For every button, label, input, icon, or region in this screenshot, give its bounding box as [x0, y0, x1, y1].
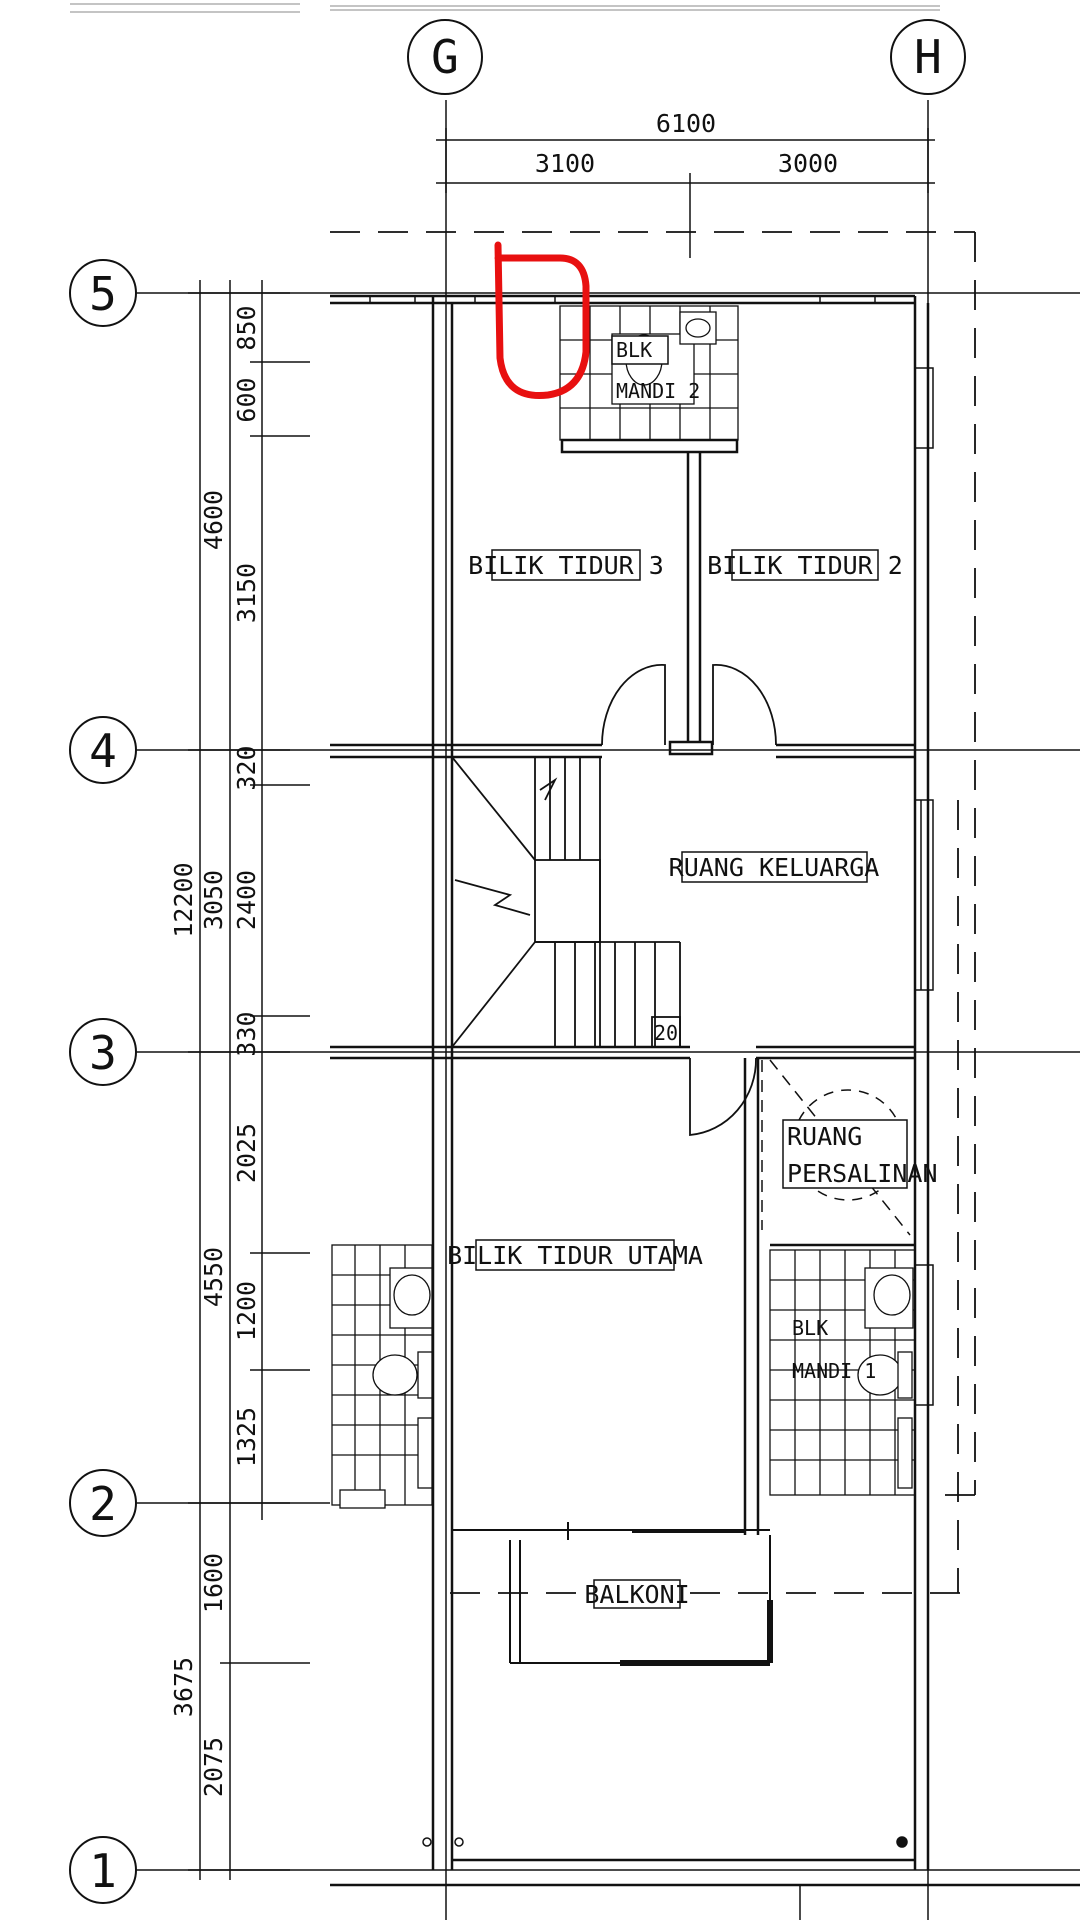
grid-label-4: 4: [89, 724, 117, 778]
bottom-lines: [422, 1836, 908, 1920]
dim-total-height: 12200: [169, 862, 198, 937]
room-label-bilik-tidur-2: BILIK TIDUR 2: [707, 551, 903, 580]
dim-inner-6: 2025: [232, 1123, 261, 1183]
roof-outline-dashed: [330, 231, 976, 1594]
grid-bubble-1: [69, 1836, 137, 1904]
dim-left-width: 3100: [535, 149, 595, 178]
grid-bubble-2: [69, 1469, 137, 1537]
grid-bubble-H: [890, 19, 966, 95]
top-windows: [369, 295, 934, 449]
room-label-ruang-persalinan-line2: PERSALINAN: [787, 1159, 938, 1188]
room-label-bilik-mandi-2-line1: BLK: [616, 338, 652, 362]
dim-inner-5: 330: [232, 1011, 261, 1056]
top-scan-strip: [70, 3, 940, 13]
grid-bubble-G: [407, 19, 483, 95]
dim-mid-1: 3050: [199, 870, 228, 930]
room-label-bilik-mandi-1-line1: BLK: [792, 1316, 828, 1340]
room-label-bilik-tidur-utama: BILIK TIDUR UTAMA: [447, 1241, 703, 1270]
dim-right-width: 3000: [778, 149, 838, 178]
dim-inner-10: 2075: [199, 1737, 228, 1797]
grid-label-H: H: [914, 30, 942, 84]
dim-inner-2: 3150: [232, 563, 261, 623]
grid-bubble-3: [69, 1018, 137, 1086]
labels: G H 5 4 3 2 1 6100 3100 3000 12200 4600 …: [89, 30, 942, 1898]
doors: [601, 664, 777, 1136]
bilik-mandi-1: [769, 1249, 916, 1496]
grid-label-1: 1: [89, 1844, 117, 1898]
room-label-bilik-tidur-3: BILIK TIDUR 3: [468, 551, 664, 580]
door-bilik-tidur-2: [712, 664, 777, 746]
stair-step-number: 20: [654, 1021, 678, 1045]
door-bilik-tidur-3: [601, 664, 666, 746]
room-label-ruang-keluarga: RUANG KELUARGA: [669, 853, 880, 882]
balcony: [452, 1522, 773, 1666]
grid-label-5: 5: [89, 267, 117, 321]
grid-lines: [135, 100, 1080, 1920]
grid-label-3: 3: [89, 1026, 117, 1080]
dim-inner-0: 850: [232, 305, 261, 350]
dim-inner-1: 600: [232, 377, 261, 422]
dim-total-width: 6100: [656, 109, 716, 138]
dim-mid-0: 4600: [199, 490, 228, 550]
grid-label-G: G: [431, 30, 459, 84]
dim-inner-3: 320: [232, 745, 261, 790]
grid-bubble-5: [69, 259, 137, 327]
grid-bubble-4: [69, 716, 137, 784]
red-markup-annotation: [494, 241, 590, 400]
bilik-mandi-left: [331, 1244, 433, 1509]
dim-inner-7: 1200: [232, 1281, 261, 1341]
dim-mid-2: 4550: [199, 1247, 228, 1307]
dim-inner-8: 1325: [232, 1407, 261, 1467]
grid-label-2: 2: [89, 1477, 117, 1531]
room-label-ruang-persalinan-line1: RUANG: [787, 1122, 862, 1151]
grid-bubbles: [69, 19, 966, 1904]
top-dimension-lines: [436, 128, 935, 258]
dim-inner-4: 2400: [232, 870, 261, 930]
staircase: [451, 756, 681, 1048]
room-label-bilik-mandi-2-line2: MANDI 2: [616, 379, 700, 403]
room-label-balkoni: BALKONI: [584, 1580, 689, 1609]
left-dimension-lines: [188, 280, 310, 1880]
door-bilik-tidur-utama: [689, 1057, 757, 1136]
external-walls: [330, 294, 1080, 1887]
right-windows: [914, 799, 934, 1406]
dim-mid-3: 3675: [169, 1657, 198, 1717]
room-label-bilik-mandi-1-line2: MANDI 1: [792, 1359, 876, 1383]
dim-inner-9: 1600: [199, 1553, 228, 1613]
